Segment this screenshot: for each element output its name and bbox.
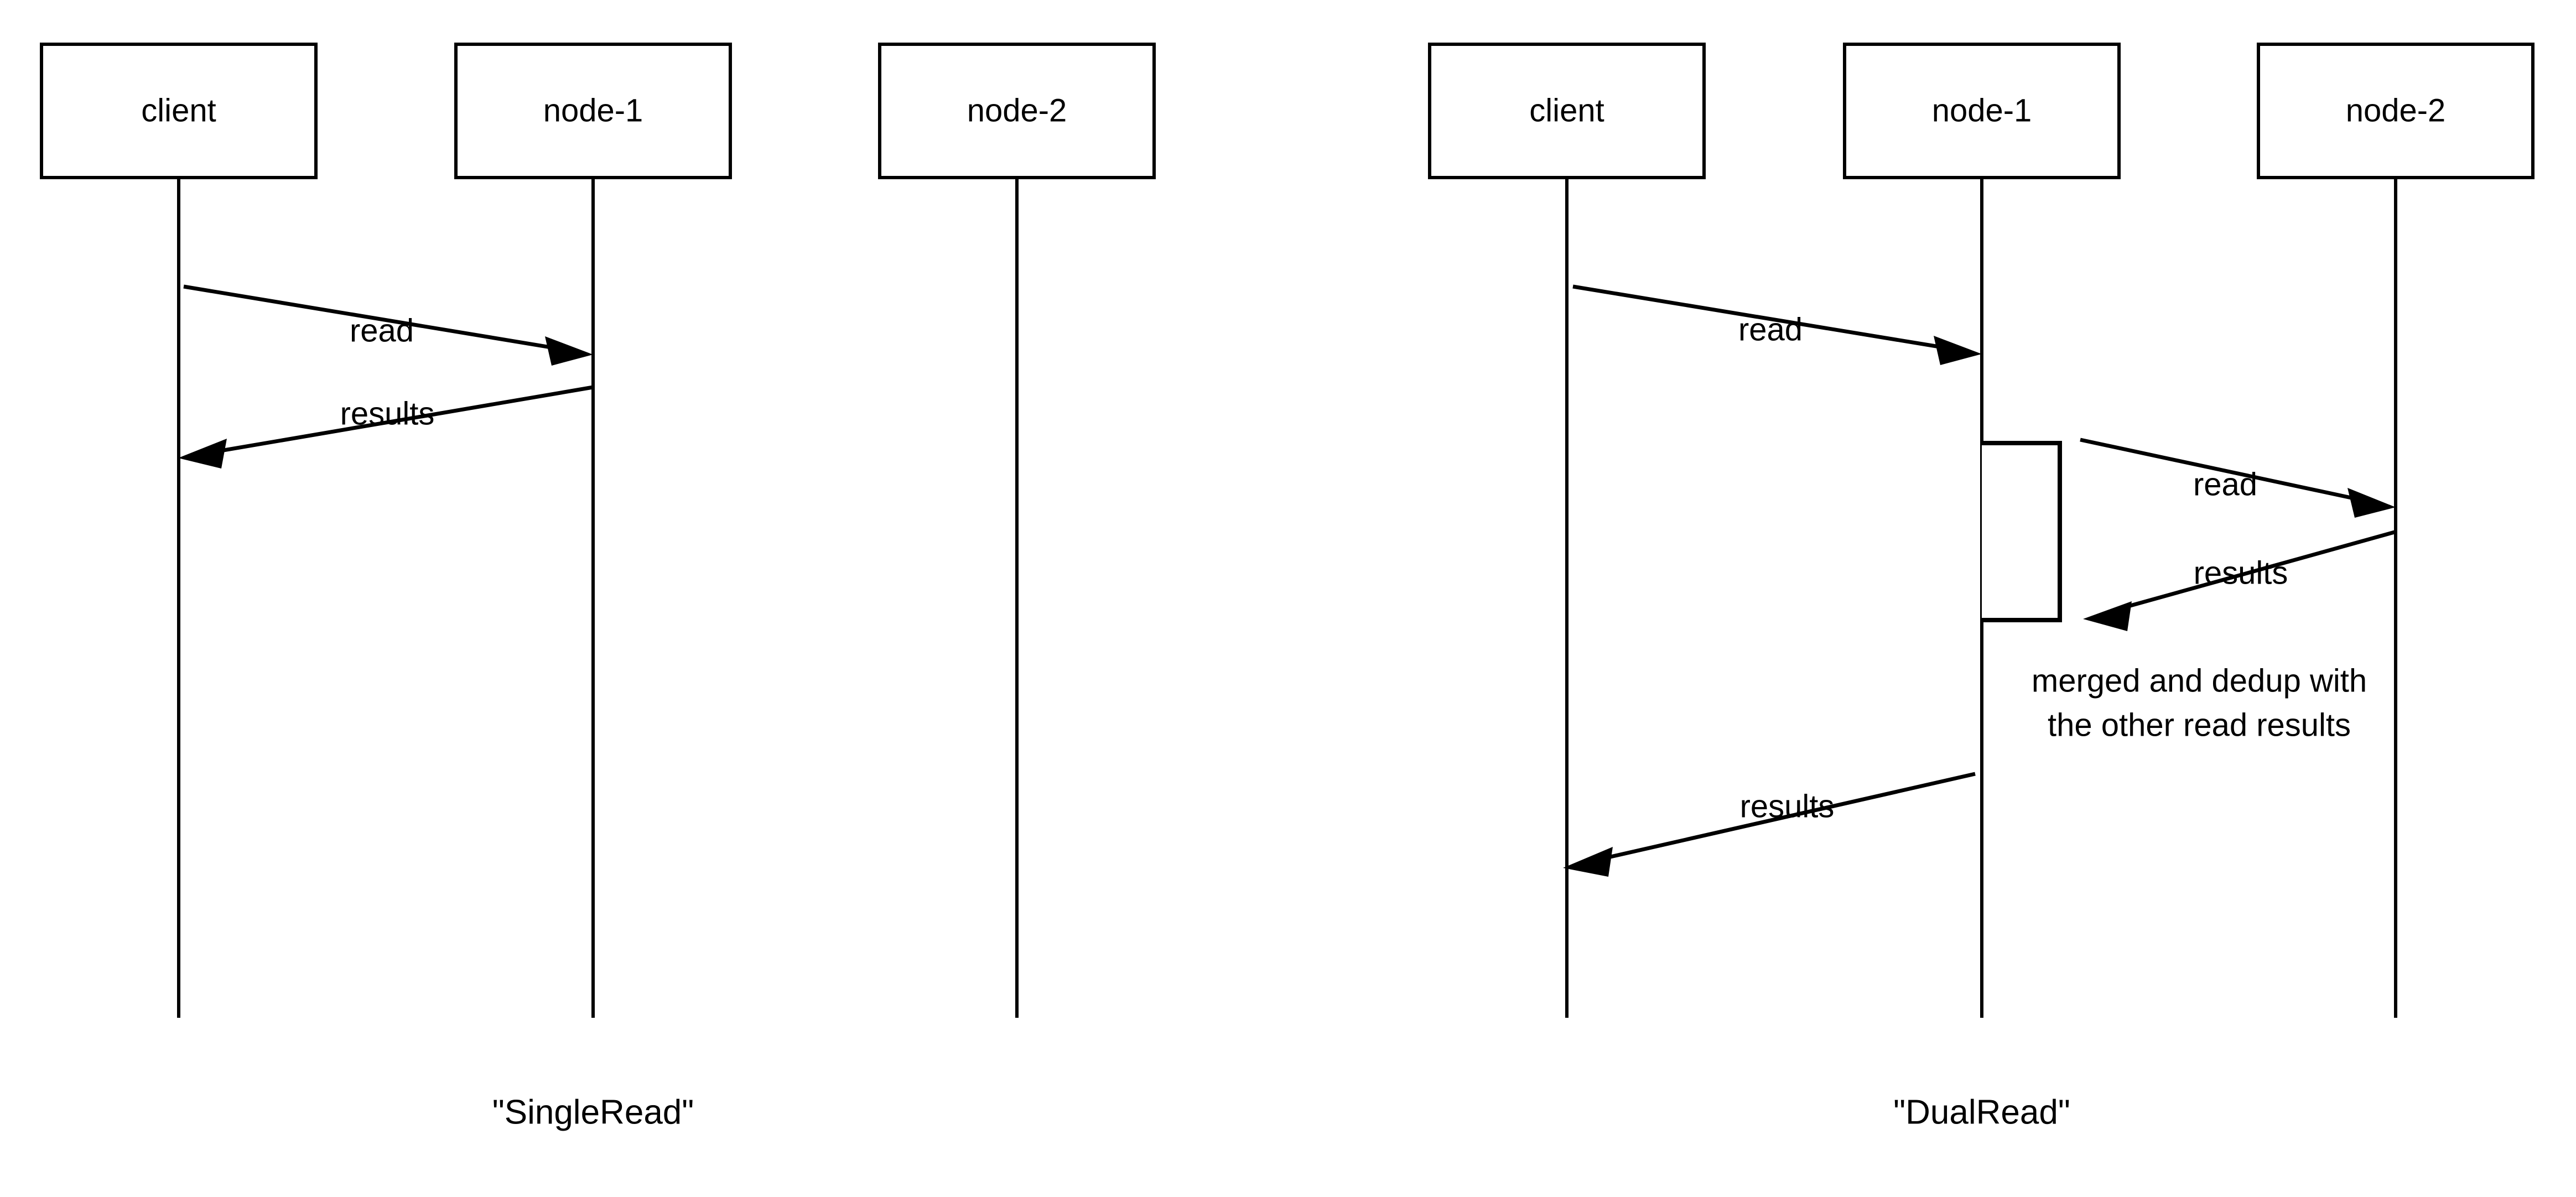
message-read-client-to-node-1-right[interactable]: read [1572,284,1982,365]
message-read-client-to-node-1-left[interactable]: read [183,284,593,366]
message-line-p1-m3 [2112,530,2395,613]
participant-box-node-2-right[interactable] [2257,43,2535,179]
message-label-p1-m1: read [1738,311,1803,347]
message-results-node-2-to-node-1-right[interactable]: results [2083,530,2395,631]
message-line-p1-m1 [1572,284,1954,351]
panel-dual-read: client node-1 node-2 read [1428,43,2535,1131]
note-merged-dedup: merged and dedup with the other read res… [2032,663,2367,743]
note-line-1: merged and dedup with [2032,663,2367,699]
message-label-p1-m2: read [2193,466,2257,502]
message-line-p0-m1 [183,284,565,352]
participant-label-node-2-left: node-2 [967,92,1067,128]
message-line-p1-m4 [1593,772,1976,863]
panel-single-read: client node-1 node-2 read results [40,43,1156,1131]
message-label-p1-m4: results [1740,788,1835,824]
message-label-p0-m1: read [350,313,414,348]
arrowhead-icon-p0-m1 [545,336,593,366]
participant-node-2-right[interactable]: node-2 [2257,43,2535,179]
participant-label-node-1-left: node-1 [543,92,643,128]
message-results-node-1-to-client-left[interactable]: results [178,385,594,469]
message-line-p1-m2 [2080,438,2367,503]
arrowhead-icon-p1-m3 [2083,601,2132,631]
participant-node-1-left[interactable]: node-1 [454,43,732,179]
arrowhead-icon-p1-m4 [1563,847,1613,877]
message-label-p0-m2: results [340,395,435,431]
participant-box-client-right[interactable] [1428,43,1706,179]
activation-bar-node-1-right [1982,441,2062,622]
participant-box-node-2-left[interactable] [878,43,1156,179]
participant-label-client-right: client [1529,92,1604,128]
note-line-2: the other read results [2048,707,2351,743]
caption-dual-read: "DualRead" [1893,1093,2070,1131]
message-line-p0-m2 [207,385,594,455]
arrowhead-icon-p1-m1 [1934,336,1982,365]
arrowhead-icon-p1-m2 [2348,488,2396,518]
participant-box-node-1-left[interactable] [454,43,732,179]
participant-label-node-2-right: node-2 [2346,92,2446,128]
participant-label-node-1-right: node-1 [1932,92,2032,128]
participant-node-1-right[interactable]: node-1 [1843,43,2121,179]
participant-node-2-left[interactable]: node-2 [878,43,1156,179]
arrowhead-icon-p0-m2 [178,439,227,469]
participant-box-node-1-right[interactable] [1843,43,2121,179]
participant-client-right[interactable]: client [1428,43,1706,179]
participant-label-client-left: client [141,92,216,128]
participant-box-client-left[interactable] [40,43,318,179]
participant-client-left[interactable]: client [40,43,318,179]
message-read-node-1-to-node-2-right[interactable]: read [2080,438,2396,518]
message-results-node-1-to-client-right[interactable]: results [1563,772,1976,877]
message-label-p1-m3: results [2194,555,2288,591]
caption-single-read: "SingleRead" [492,1093,694,1131]
